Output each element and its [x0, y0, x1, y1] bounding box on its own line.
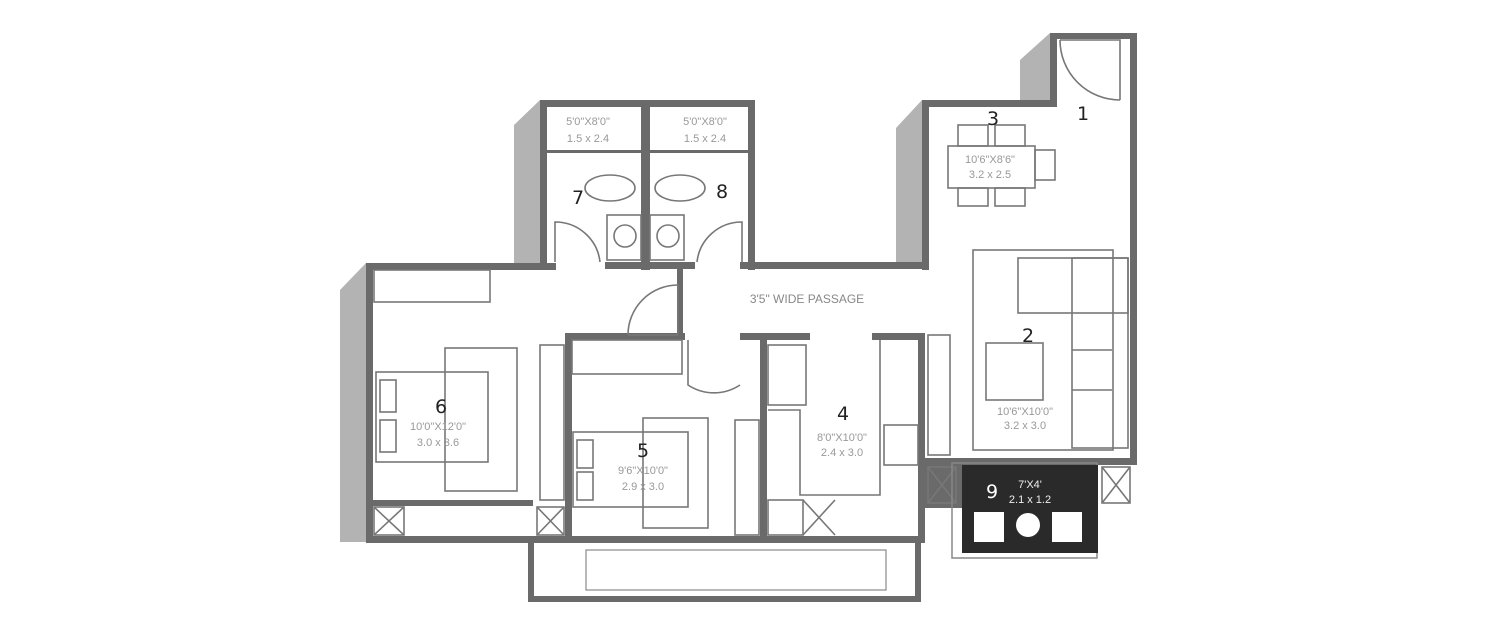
room-4-number: 4	[837, 403, 849, 425]
room-5-number: 5	[637, 440, 649, 462]
room-4-dim-imperial: 8'0"X10'0"	[817, 432, 867, 444]
room-3-number: 3	[987, 108, 999, 130]
room-2-number: 2	[1022, 325, 1034, 347]
room-3-dim-metric: 3.2 x 2.5	[969, 169, 1011, 181]
room-6-number: 6	[435, 396, 447, 418]
room-4-dim-metric: 2.4 x 3.0	[821, 447, 863, 459]
room-1-number: 1	[1077, 103, 1089, 125]
wall-shadows	[340, 33, 1050, 542]
room-6-dim-metric: 3.0 x 3.6	[417, 437, 459, 449]
passage-label: 3'5" WIDE PASSAGE	[750, 292, 864, 306]
room-9-dim-imperial: 7'X4'	[1018, 479, 1042, 491]
room-6-dim-imperial: 10'0"X12'0"	[410, 421, 466, 433]
room-8-dim-imperial: 5'0"X8'0"	[683, 116, 727, 128]
room-7-dim-imperial: 5'0"X8'0"	[566, 116, 610, 128]
room-3-dim-imperial: 10'6"X8'6"	[965, 154, 1015, 166]
room-5-dim-metric: 2.9 x 3.0	[622, 481, 664, 493]
furniture	[373, 39, 1131, 591]
room-7-number: 7	[572, 187, 584, 209]
room-7-dim-metric: 1.5 x 2.4	[567, 133, 609, 145]
room-9-dim-metric: 2.1 x 1.2	[1009, 494, 1051, 506]
room-5-dim-imperial: 9'6"X10'0"	[618, 465, 668, 477]
room-2-dim-metric: 3.2 x 3.0	[1004, 420, 1046, 432]
room-2-dim-imperial: 10'6"X10'0"	[997, 406, 1053, 418]
room-9-number: 9	[986, 481, 998, 503]
balcony	[951, 462, 1098, 559]
room-8-number: 8	[716, 181, 728, 203]
room-8-dim-metric: 1.5 x 2.4	[684, 133, 726, 145]
